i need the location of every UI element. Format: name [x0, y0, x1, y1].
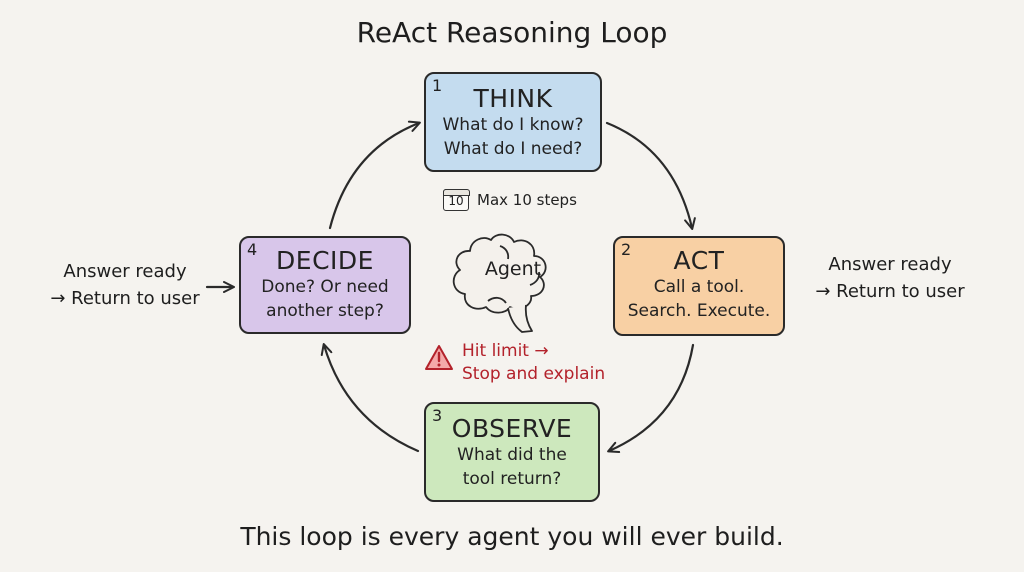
step-description-line: Search. Execute. [627, 301, 771, 321]
step-think-box: 1 THINK What do I know? What do I need? [424, 72, 602, 172]
step-description-line: another step? [266, 301, 384, 321]
step-description-line: What did the [457, 445, 567, 465]
step-name: OBSERVE [451, 414, 573, 443]
arrow-think-to-act [605, 121, 696, 230]
step-number: 4 [247, 240, 258, 259]
agent-label: Agent [484, 258, 542, 280]
step-name: DECIDE [276, 246, 374, 275]
right-exit-note: Answer ready → Return to user [796, 251, 984, 305]
step-description-line: Call a tool. [653, 277, 745, 297]
step-number: 3 [432, 406, 443, 425]
left-exit-note: Answer ready → Return to user [30, 258, 220, 312]
step-number: 1 [432, 76, 443, 95]
warning-line: Stop and explain [462, 364, 606, 384]
warning-icon [425, 345, 453, 370]
exit-line: Answer ready [63, 261, 187, 282]
arrow-observe-to-decide [320, 343, 420, 453]
step-act-box: 2 ACT Call a tool. Search. Execute. [613, 236, 785, 336]
step-limit-warning: Hit limit → Stop and explain [424, 340, 605, 386]
warning-line: Hit limit → [462, 341, 549, 361]
step-description-line: What do I need? [443, 139, 583, 159]
step-name: THINK [473, 84, 553, 113]
arrow-act-to-observe [607, 343, 695, 453]
step-description-line: tool return? [462, 469, 562, 489]
step-description-line: Done? Or need [261, 277, 389, 297]
step-number: 2 [621, 240, 632, 259]
exit-line: → Return to user [815, 281, 965, 302]
step-decide-box: 4 DECIDE Done? Or need another step? [239, 236, 411, 334]
max-steps-note: 10 Max 10 steps [442, 188, 577, 211]
step-observe-box: 3 OBSERVE What did the tool return? [424, 402, 600, 502]
diagram-caption: This loop is every agent you will ever b… [240, 522, 784, 551]
brain-icon [452, 233, 547, 333]
exit-line: Answer ready [828, 254, 952, 275]
diagram-title: ReAct Reasoning Loop [356, 16, 668, 49]
exit-line: → Return to user [50, 288, 200, 309]
step-description-line: What do I know? [442, 115, 584, 135]
arrow-decide-to-think [328, 120, 421, 230]
max-steps-label: Max 10 steps [477, 191, 577, 209]
step-name: ACT [673, 246, 725, 275]
calendar-icon: 10 [442, 188, 470, 211]
